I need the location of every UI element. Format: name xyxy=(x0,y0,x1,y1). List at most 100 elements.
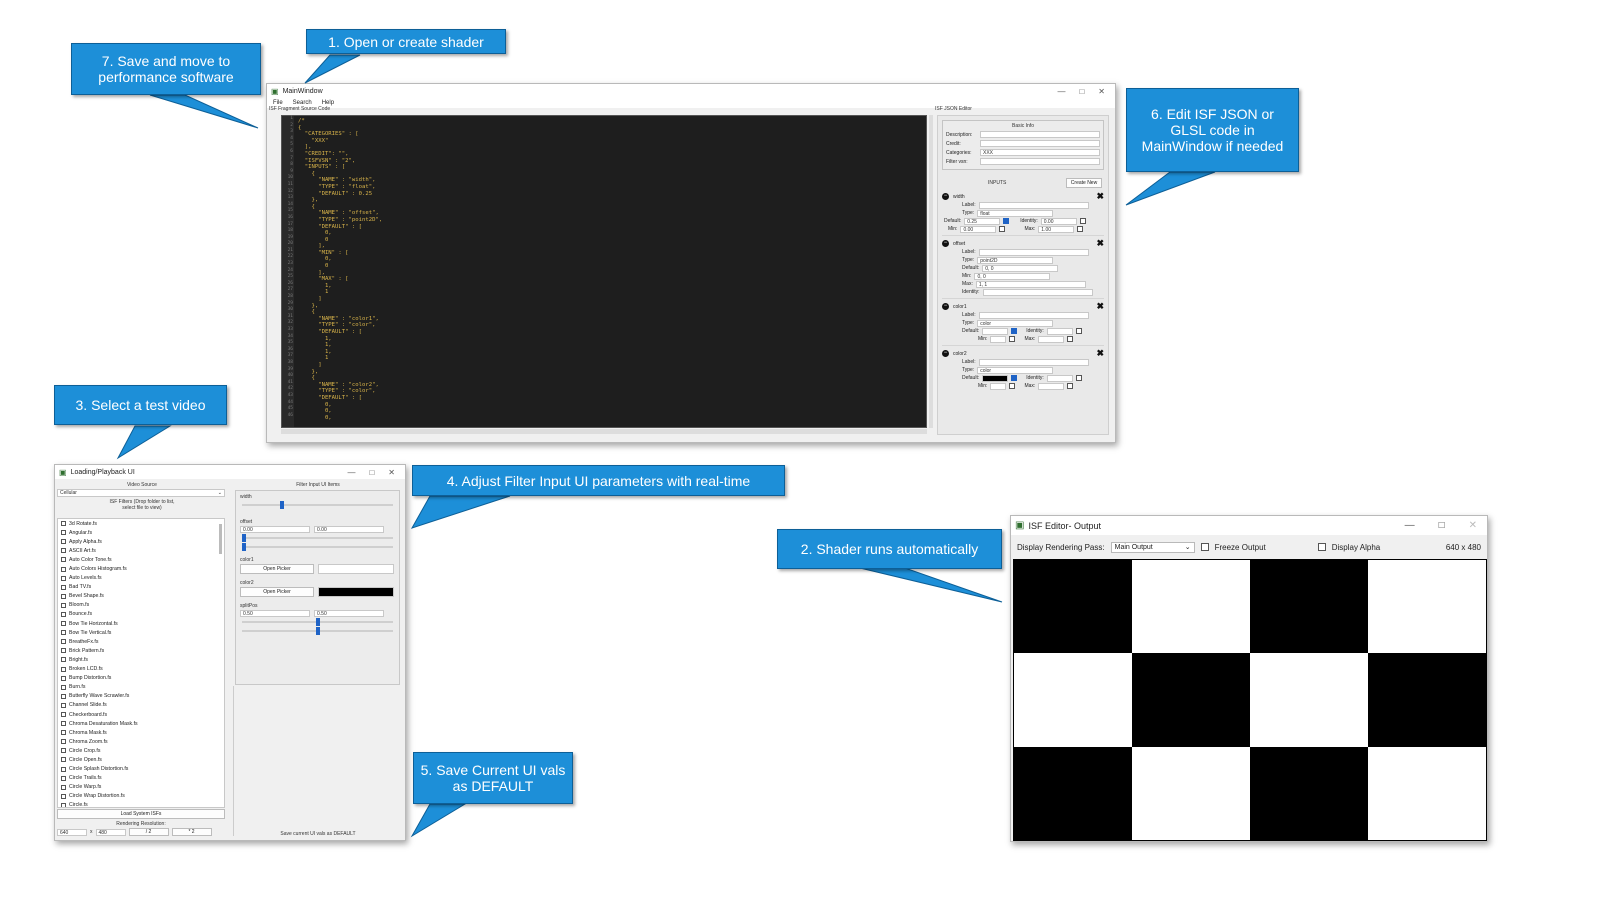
max-checkbox[interactable] xyxy=(1077,226,1084,232)
file-checkbox[interactable] xyxy=(61,784,66,790)
remove-input-icon[interactable]: − xyxy=(942,240,949,247)
offset-y-thumb[interactable] xyxy=(242,543,246,551)
offset-y-field[interactable]: 0.00 xyxy=(314,526,384,533)
list-item[interactable]: Brick Pattern.fs xyxy=(58,646,224,655)
file-checkbox[interactable] xyxy=(61,739,66,745)
identity-field[interactable] xyxy=(982,288,1093,296)
display-pass-select[interactable]: Main Output⌄ xyxy=(1110,541,1195,553)
label-field[interactable] xyxy=(978,248,1089,256)
list-item[interactable]: Burn.fs xyxy=(58,683,224,692)
offset-x-slider[interactable] xyxy=(242,534,393,542)
default-color-swatch[interactable] xyxy=(982,327,1009,335)
file-checkbox[interactable] xyxy=(61,539,66,545)
file-checkbox[interactable] xyxy=(61,775,66,781)
color1-swatch[interactable] xyxy=(318,564,394,574)
default-checkbox[interactable] xyxy=(1011,328,1018,334)
label-field[interactable] xyxy=(978,201,1089,209)
label-field[interactable] xyxy=(978,311,1089,319)
delete-input-icon[interactable]: ✖ xyxy=(1096,191,1104,201)
type-select[interactable]: color xyxy=(977,319,1054,327)
list-item[interactable]: Circle Crop.fs xyxy=(58,746,224,755)
file-checkbox[interactable] xyxy=(61,721,66,727)
list-item[interactable]: ASCII Art.fs xyxy=(58,546,224,555)
identity-checkbox[interactable] xyxy=(1079,218,1086,224)
default-checkbox[interactable] xyxy=(1011,375,1018,381)
video-source-select[interactable]: Cellular⌄ xyxy=(57,489,225,497)
type-select[interactable]: float xyxy=(977,209,1054,217)
list-item[interactable]: Angular.fs xyxy=(58,528,224,537)
type-select[interactable]: point2D xyxy=(977,256,1054,264)
max-checkbox[interactable] xyxy=(1067,336,1074,342)
file-checkbox[interactable] xyxy=(61,657,66,663)
remove-input-icon[interactable]: − xyxy=(942,193,949,200)
file-checkbox[interactable] xyxy=(61,575,66,581)
resolution-width-field[interactable]: 640 xyxy=(57,828,87,836)
list-item[interactable]: Checkerboard.fs xyxy=(58,710,224,719)
list-item[interactable]: Bloom.fs xyxy=(58,601,224,610)
width-slider[interactable] xyxy=(242,501,393,509)
list-item[interactable]: Bright.fs xyxy=(58,655,224,664)
file-checkbox[interactable] xyxy=(61,593,66,599)
splitpos-y-slider[interactable] xyxy=(242,627,393,635)
offset-x-field[interactable]: 0.00 xyxy=(240,526,310,533)
color2-swatch[interactable] xyxy=(318,587,394,597)
file-checkbox[interactable] xyxy=(61,639,66,645)
color1-open-picker-button[interactable]: Open Picker xyxy=(240,564,314,574)
list-item[interactable]: BreatheFx.fs xyxy=(58,637,224,646)
list-item[interactable]: Apply Alpha.fs xyxy=(58,537,224,546)
display-alpha-checkbox[interactable] xyxy=(1317,543,1326,551)
close-icon[interactable]: ✕ xyxy=(1468,520,1477,531)
code-text[interactable]: /*{ "CATEGORIES" : [ "XXX" ], "CREDIT": … xyxy=(298,118,382,421)
identity-field[interactable] xyxy=(1046,327,1073,335)
remove-input-icon[interactable]: − xyxy=(942,350,949,357)
list-item[interactable]: Auto Colors Histogram.fs xyxy=(58,564,224,573)
list-item[interactable]: Circle Open.fs xyxy=(58,755,224,764)
min-checkbox[interactable] xyxy=(1009,383,1016,389)
menu-help[interactable]: Help xyxy=(321,100,335,106)
freeze-output-checkbox[interactable] xyxy=(1200,543,1209,551)
width-slider-thumb[interactable] xyxy=(280,501,284,509)
min-field[interactable] xyxy=(990,382,1007,390)
max-field[interactable]: 1.00 xyxy=(1038,225,1075,233)
list-item[interactable]: Bad TV.fs xyxy=(58,583,224,592)
maximize-icon[interactable]: □ xyxy=(369,467,375,477)
delete-input-icon[interactable]: ✖ xyxy=(1096,348,1104,358)
identity-field[interactable] xyxy=(1046,374,1073,382)
half-resolution-button[interactable]: / 2 xyxy=(128,828,169,836)
description-field[interactable] xyxy=(980,131,1100,138)
minimize-icon[interactable]: — xyxy=(1404,520,1415,531)
max-checkbox[interactable] xyxy=(1067,383,1074,389)
file-list-scrollbar[interactable] xyxy=(219,524,222,554)
file-checkbox[interactable] xyxy=(61,766,66,772)
default-checkbox[interactable] xyxy=(1003,218,1010,224)
label-field[interactable] xyxy=(978,358,1089,366)
file-checkbox[interactable] xyxy=(61,530,66,536)
list-item[interactable]: Bow Tie Vertical.fs xyxy=(58,628,224,637)
file-checkbox[interactable] xyxy=(61,602,66,608)
credit-field[interactable] xyxy=(980,140,1100,147)
type-select[interactable]: color xyxy=(977,366,1054,374)
maximize-icon[interactable]: □ xyxy=(1079,86,1085,96)
file-checkbox[interactable] xyxy=(61,748,66,754)
list-item[interactable]: Butterfly Wave Scrawler.fs xyxy=(58,692,224,701)
delete-input-icon[interactable]: ✖ xyxy=(1096,301,1104,311)
list-item[interactable]: Circle.fs xyxy=(58,801,224,807)
list-item[interactable]: Chroma Zoom.fs xyxy=(58,737,224,746)
offset-x-thumb[interactable] xyxy=(242,534,246,542)
file-checkbox[interactable] xyxy=(61,666,66,672)
code-hscrollbar[interactable] xyxy=(281,429,927,434)
file-checkbox[interactable] xyxy=(61,712,66,718)
categories-field[interactable]: XXX xyxy=(980,149,1100,156)
menu-search[interactable]: Search xyxy=(292,100,312,106)
file-checkbox[interactable] xyxy=(61,548,66,554)
resolution-height-field[interactable]: 480 xyxy=(95,828,126,836)
save-defaults-button[interactable]: Save current UI vals as DEFAULT xyxy=(280,831,356,837)
file-checkbox[interactable] xyxy=(61,648,66,654)
create-new-button[interactable]: Create New xyxy=(1066,178,1102,188)
offset-y-slider[interactable] xyxy=(242,543,393,551)
default-color-swatch[interactable] xyxy=(982,374,1009,382)
maximize-icon[interactable]: □ xyxy=(1438,520,1445,531)
list-item[interactable]: Channel Slide.fs xyxy=(58,701,224,710)
list-item[interactable]: Auto Color Tone.fs xyxy=(58,555,224,564)
